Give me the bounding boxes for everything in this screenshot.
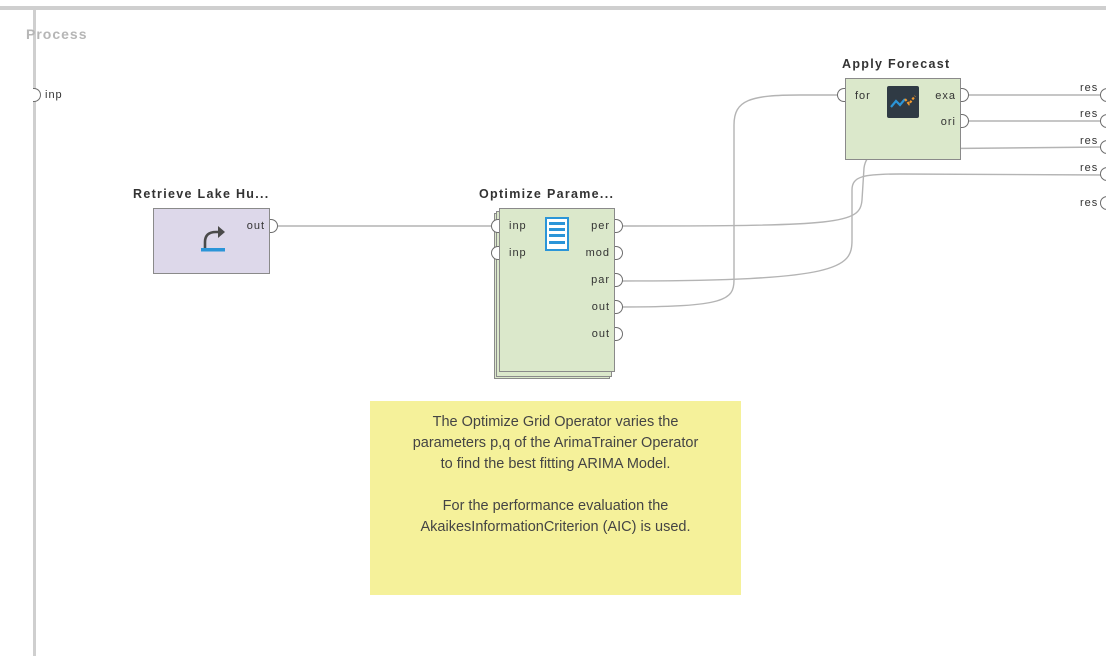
wire-parameters-to-result (621, 173, 1106, 282)
apply-forecast-example-set-port-label: exa (935, 90, 956, 102)
optimize-input-port-1[interactable] (491, 219, 499, 233)
canvas-top-border (0, 6, 1106, 10)
result-port-label-4: res (1080, 162, 1099, 174)
note-spacer (370, 475, 741, 496)
optimize-performance-port-label: per (591, 220, 610, 232)
wire-model-to-apply-forecast (621, 94, 838, 308)
process-input-port-label: inp (45, 89, 63, 101)
retrieve-operator[interactable]: out (153, 208, 270, 274)
retrieve-arrow-icon (198, 223, 228, 258)
apply-forecast-operator-title: Apply Forecast (842, 57, 951, 71)
apply-forecast-input-port[interactable] (837, 88, 845, 102)
result-port-label-2: res (1080, 108, 1099, 120)
parameter-grid-icon (545, 217, 569, 256)
process-note[interactable]: The Optimize Grid Operator varies the pa… (370, 401, 741, 595)
note-paragraph-2: For the performance evaluation the Akaik… (420, 498, 691, 535)
canvas-left-border (33, 10, 36, 656)
optimize-model-port-label: mod (585, 247, 610, 259)
apply-forecast-operator[interactable]: for exa ori (845, 78, 961, 160)
optimize-output-port-label-1: out (591, 301, 610, 313)
result-port-label-1: res (1080, 82, 1099, 94)
optimize-operator[interactable]: inp inp per mod par out out (499, 208, 615, 372)
optimize-input-port-label-1: inp (509, 220, 527, 232)
optimize-input-port-2[interactable] (491, 246, 499, 260)
forecast-chart-icon (887, 86, 919, 123)
process-title: Process (26, 26, 88, 42)
note-paragraph-1: The Optimize Grid Operator varies the pa… (412, 414, 699, 472)
retrieve-operator-title: Retrieve Lake Hu... (133, 187, 270, 201)
optimize-input-port-label-2: inp (509, 247, 527, 259)
result-port-label-3: res (1080, 135, 1099, 147)
apply-forecast-input-port-label: for (855, 90, 871, 102)
result-port-label-5: res (1080, 197, 1099, 209)
retrieve-out-port-label: out (246, 220, 265, 232)
optimize-output-port-label-2: out (591, 328, 610, 340)
apply-forecast-original-port-label: ori (940, 116, 956, 128)
optimize-parameter-port-label: par (591, 274, 610, 286)
optimize-operator-title: Optimize Parame... (479, 187, 615, 201)
